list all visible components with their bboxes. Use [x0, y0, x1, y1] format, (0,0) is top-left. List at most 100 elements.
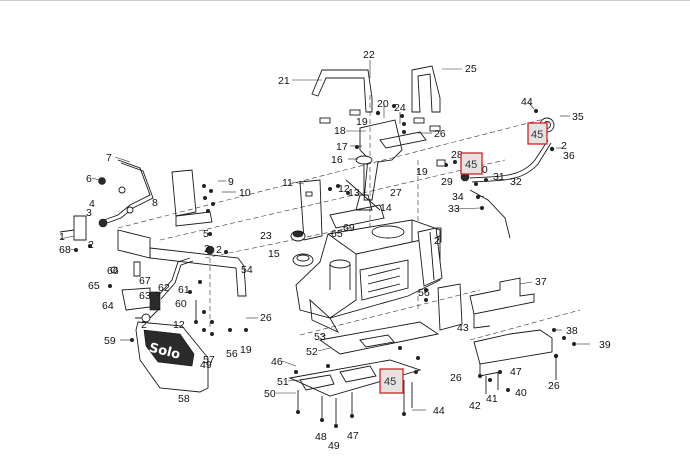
frame-bar-54 [117, 229, 247, 297]
fuel-caps [290, 229, 356, 267]
top-border [0, 0, 690, 1]
callout-23: 23 [260, 230, 272, 242]
callout-18: 18 [334, 125, 346, 137]
callout-11: 11 [282, 177, 293, 189]
callout-35: 35 [572, 111, 584, 123]
callout-16: 16 [331, 154, 343, 166]
callout-20: 20 [377, 98, 389, 110]
callout-47: 47 [347, 430, 359, 442]
callout-26: 26 [548, 380, 560, 392]
callout-labels: 1 2 2 2 2 2 2 3 4 5 6 7 8 9 10 11 12 12 … [59, 49, 611, 452]
highlight-45-top-right[interactable]: 45 [527, 122, 548, 145]
callout-65: 65 [88, 280, 100, 292]
highlight-45-center[interactable]: 45 [460, 152, 483, 175]
callout-48: 48 [315, 431, 327, 443]
callout-2: 2 [561, 140, 567, 152]
callout-62: 62 [158, 282, 170, 294]
callout-5: 5 [203, 228, 209, 240]
bolt-set-lower-center [296, 380, 413, 428]
callout-15: 15 [268, 248, 280, 260]
callout-51: 51 [277, 376, 289, 388]
cover-58: Solo [130, 321, 209, 393]
highlight-45-bottom[interactable]: 45 [379, 368, 404, 394]
callout-59: 59 [104, 335, 116, 347]
callout-24: 24 [394, 102, 406, 114]
callout-41: 41 [486, 393, 498, 405]
callout-17: 17 [336, 141, 348, 153]
tank-base-plate [288, 321, 440, 397]
callout-45: 45 [531, 129, 543, 141]
logo-solo: Solo [147, 341, 181, 363]
callout-2: 2 [434, 235, 440, 247]
bracket-37 [469, 277, 535, 329]
bolt-set-lower-left [194, 300, 248, 336]
bracket-assembly-top [359, 104, 427, 201]
callout-45: 45 [384, 376, 396, 388]
callout-52: 52 [306, 346, 318, 358]
callout-21: 21 [278, 75, 290, 87]
tank-guard [424, 283, 463, 331]
callout-19: 19 [240, 344, 252, 356]
callout-64: 64 [102, 300, 114, 312]
callout-53: 53 [314, 331, 326, 343]
callout-37: 37 [535, 276, 547, 288]
callout-26: 26 [260, 312, 272, 324]
strap-25 [411, 65, 441, 132]
callout-6: 6 [86, 173, 92, 185]
callout-26: 26 [450, 372, 462, 384]
fuel-tank [295, 219, 443, 333]
callout-29: 29 [441, 176, 453, 188]
mounting-plate-11 [299, 179, 385, 241]
callout-44: 44 [433, 405, 445, 417]
strap-21 [311, 69, 373, 124]
callout-31: 31 [493, 171, 505, 183]
highlighted-callouts: 45 45 45 [379, 122, 548, 394]
callout-33: 33 [448, 203, 460, 215]
callout-22: 22 [363, 49, 375, 61]
leader-lines [59, 60, 590, 411]
callout-19: 19 [356, 116, 368, 128]
callout-32: 32 [510, 176, 522, 188]
callout-38: 38 [566, 325, 578, 337]
callout-49: 49 [328, 440, 340, 452]
callout-69: 69 [343, 222, 355, 234]
callout-2: 2 [88, 239, 94, 251]
callout-50: 50 [264, 388, 276, 400]
callout-46: 46 [271, 356, 283, 368]
callout-10: 10 [239, 187, 251, 199]
callout-67: 67 [139, 275, 151, 287]
callout-63: 63 [139, 290, 151, 302]
callout-34: 34 [452, 191, 464, 203]
callout-44: 44 [521, 96, 533, 108]
callout-2: 2 [216, 244, 222, 256]
callout-40: 40 [515, 387, 527, 399]
callout-60: 60 [175, 298, 187, 310]
callout-43: 43 [457, 322, 469, 334]
callout-57: 57 [203, 354, 215, 366]
callout-2: 2 [141, 319, 147, 331]
callout-12: 12 [173, 319, 185, 331]
callout-2: 2 [204, 243, 210, 255]
callout-47: 47 [510, 366, 522, 378]
callout-42: 42 [469, 400, 481, 412]
callout-4: 4 [89, 198, 95, 210]
bracket-9-10 [171, 169, 215, 227]
callout-3: 3 [86, 207, 92, 219]
callout-13: 13 [348, 187, 360, 199]
callout-54: 54 [241, 264, 253, 276]
callout-14: 14 [380, 202, 392, 214]
fuel-pump-assembly [108, 257, 202, 323]
callout-19: 19 [416, 166, 428, 178]
callout-1: 1 [59, 231, 65, 243]
callout-7: 7 [106, 152, 112, 164]
callout-28: 28 [451, 149, 463, 161]
callout-66: 66 [107, 265, 119, 277]
callout-58: 58 [178, 393, 190, 405]
callout-26: 26 [434, 128, 446, 140]
callout-9: 9 [228, 176, 234, 188]
callout-61: 61 [178, 284, 190, 296]
callout-68: 68 [59, 244, 71, 256]
callout-65: 65 [331, 228, 343, 240]
